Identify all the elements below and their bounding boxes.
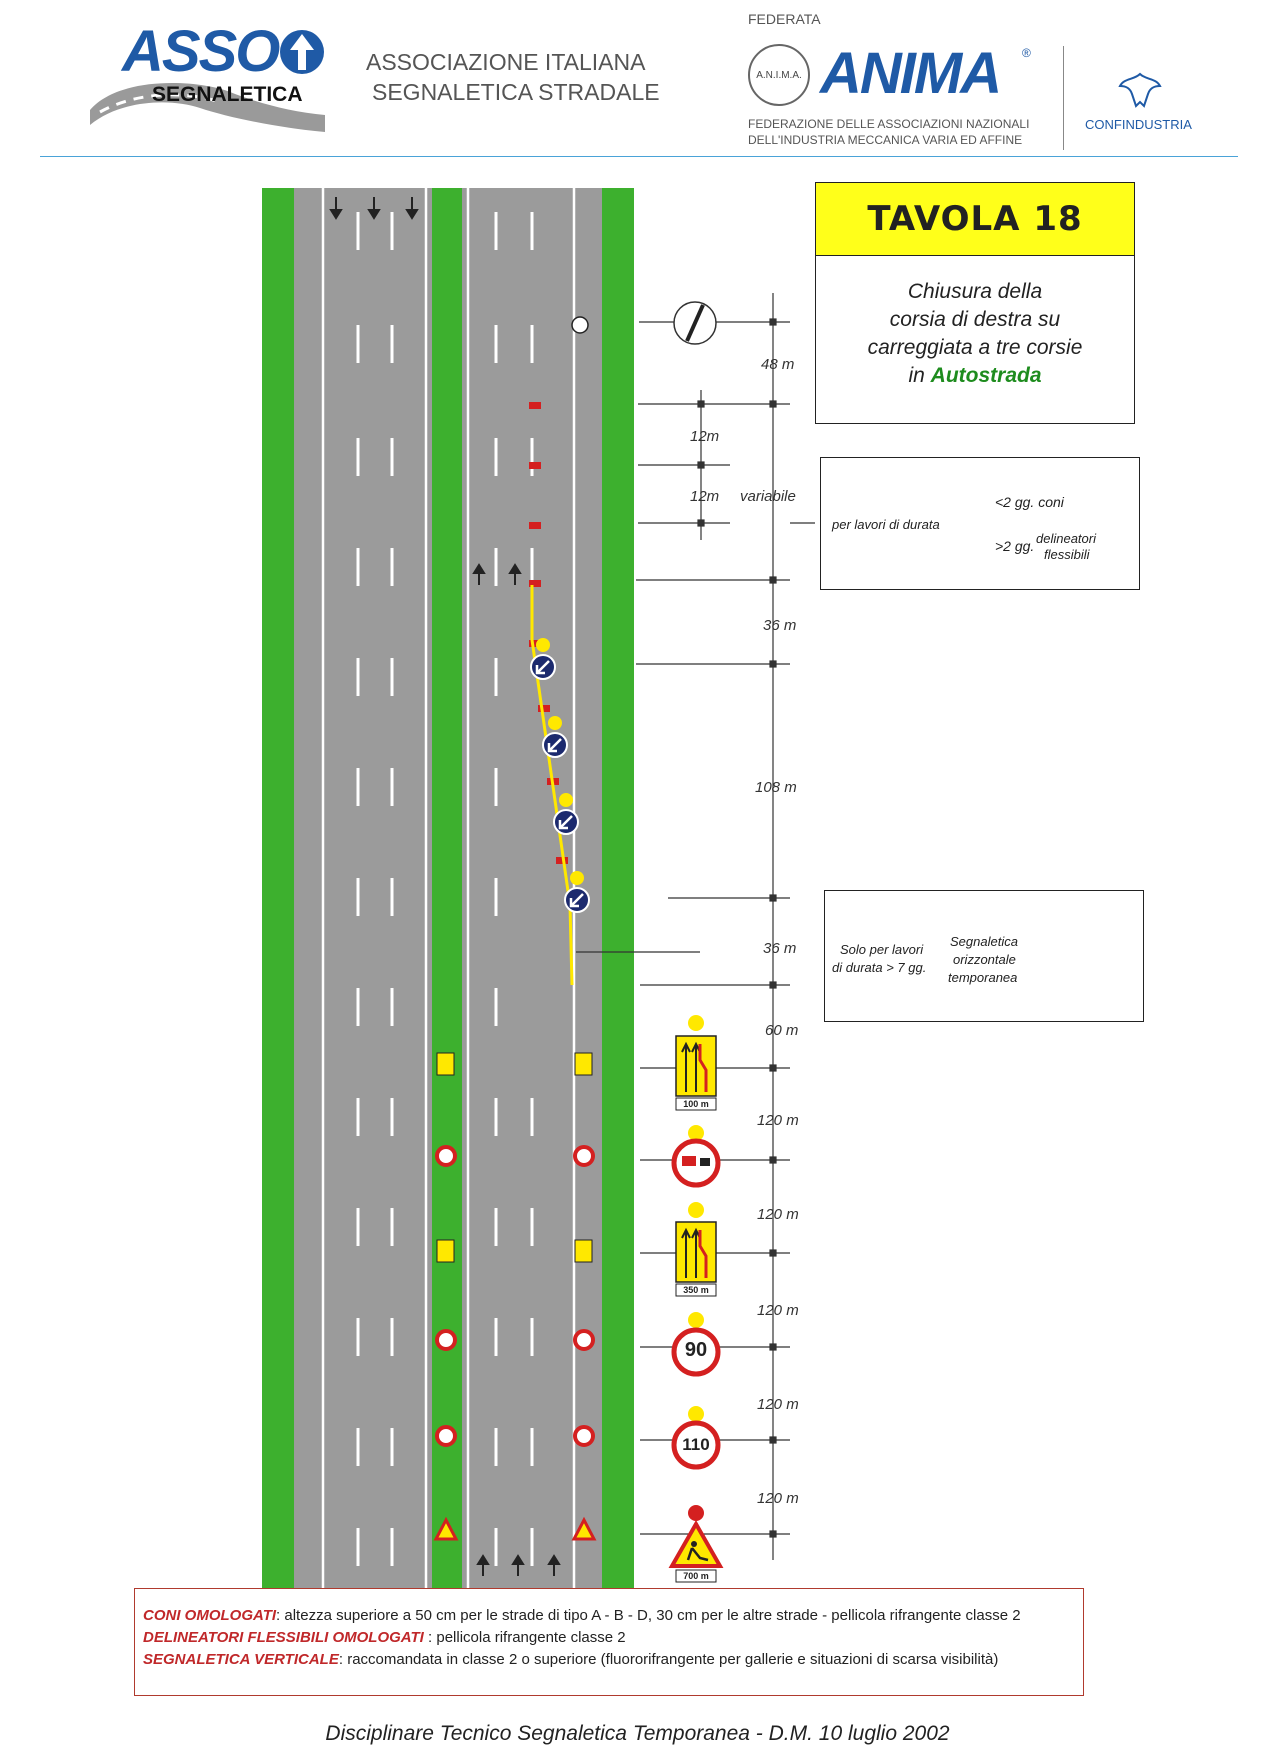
note-delineatori-label: DELINEATORI FLESSIBILI OMOLOGATI	[143, 1629, 424, 1646]
note-coni-label: CONI OMOLOGATI	[143, 1607, 277, 1624]
asso-logo	[80, 20, 330, 140]
right-verge	[602, 188, 634, 1588]
notes-box: CONI OMOLOGATI: altezza superiore a 50 c…	[134, 1588, 1084, 1696]
tavola-line4: in Autostrada	[908, 364, 1042, 387]
temporary-yellow-line	[530, 585, 574, 986]
note-segnaletica: SEGNALETICA VERTICALE: raccomandata in c…	[143, 1651, 998, 1668]
sign-lane-closed-100-icon	[675, 1015, 717, 1111]
confindustria-label: CONFINDUSTRIA	[1085, 117, 1192, 132]
lane-dashes	[356, 212, 534, 1566]
sign-no-overtaking-trucks-icon	[671, 1125, 721, 1188]
tavola-line3: carreggiata a tre corsie	[867, 336, 1083, 359]
marking-legend-mid3: temporanea	[948, 970, 1018, 985]
tavola-title: TAVOLA 18	[816, 183, 1134, 256]
distance-120m-b: 120 m	[757, 1206, 799, 1223]
anima-desc-line1: FEDERAZIONE DELLE ASSOCIAZIONI NAZIONALI	[748, 117, 1030, 131]
page-footer: Disciplinare Tecnico Segnaletica Tempora…	[325, 1722, 950, 1745]
sign-end-restrictions-icon	[673, 301, 717, 345]
cones-legend-lead: per lavori di durata	[832, 517, 940, 532]
marking-legend-mid1: Segnaletica	[950, 934, 1018, 949]
confindustria-eagle-icon	[1118, 70, 1162, 115]
sign-speed-90-label: 90	[684, 1339, 708, 1361]
note-segnaletica-text: : raccomandata in classe 2 o superiore (…	[338, 1651, 999, 1668]
anima-logo: ANIMA	[820, 41, 1002, 106]
distance-12m-a: 12m	[690, 428, 720, 445]
sign-lane-closed-350-icon	[675, 1202, 717, 1297]
road-swoosh-icon	[90, 30, 325, 132]
marking-legend-box	[824, 890, 1144, 1022]
assoc-name-line1: ASSOCIAZIONE ITALIANA	[366, 49, 646, 75]
distance-120m-c: 120 m	[757, 1302, 799, 1319]
header-rule	[40, 156, 1238, 157]
cones-legend-opt2a: delineatori	[1036, 531, 1096, 546]
sign-panel-label-100: 100 m	[683, 1099, 709, 1109]
tavola-box: TAVOLA 18 Chiusura della corsia di destr…	[815, 182, 1135, 424]
tavola-line1: Chiusura della	[907, 280, 1043, 303]
asso-logo-sub: SEGNALETICA	[152, 83, 303, 106]
distance-48m: 48 m	[761, 356, 795, 373]
median-strip	[432, 188, 462, 1588]
left-carriageway	[294, 188, 432, 1588]
distance-108m: 108 m	[755, 779, 797, 796]
sign-panel-label-350: 350 m	[683, 1285, 709, 1295]
note-delineatori-text: : pellicola rifrangente classe 2	[423, 1629, 626, 1646]
distance-60m: 60 m	[765, 1022, 799, 1039]
anima-badge-text: A.N.I.M.A.	[756, 69, 802, 81]
tavola-description: Chiusura della corsia di destra su carre…	[816, 278, 1134, 390]
marking-legend-left2: di durata > 7 gg.	[832, 960, 927, 975]
anima-desc-line2: DELL'INDUSTRIA MECCANICA VARIA ED AFFINE	[748, 133, 1023, 147]
distance-120m-d: 120 m	[757, 1396, 799, 1413]
header-divider	[1063, 46, 1064, 150]
tavola-highlight: Autostrada	[930, 364, 1042, 387]
cones-legend-opt2: >2 gg.	[995, 538, 1035, 554]
cones-legend-opt1: <2 gg. coni	[995, 494, 1064, 510]
note-delineatori: DELINEATORI FLESSIBILI OMOLOGATI : pelli…	[143, 1629, 626, 1646]
taper-signs	[530, 638, 590, 913]
distance-36m-a: 36 m	[763, 617, 797, 634]
direction-arrows-down	[329, 197, 419, 220]
direction-arrows-up	[472, 563, 561, 1576]
sign-speed-110-label: 110	[682, 1435, 710, 1454]
note-coni-text: : altezza superiore a 50 cm per le strad…	[276, 1607, 1021, 1624]
roadside-signs	[433, 1052, 597, 1541]
distance-120m-a: 120 m	[757, 1112, 799, 1129]
anima-badge: A.N.I.M.A.	[748, 44, 810, 106]
distance-12m-b: 12m	[690, 488, 720, 505]
distance-36m-b: 36 m	[763, 940, 797, 957]
sign-panel-label-700: 700 m	[683, 1571, 709, 1581]
marking-legend-left1: Solo per lavori	[840, 942, 924, 957]
cones-legend-opt2b: flessibili	[1044, 547, 1090, 562]
sign-speed-90-icon	[671, 1312, 721, 1377]
cones-legend-box	[820, 457, 1140, 590]
sign-roadworks-700-icon	[668, 1505, 724, 1583]
tavola-line2: corsia di destra su	[889, 308, 1061, 331]
distance-120m-e: 120 m	[757, 1490, 799, 1507]
note-segnaletica-label: SEGNALETICA VERTICALE	[143, 1651, 339, 1668]
left-verge	[262, 188, 294, 1588]
assoc-name-line2: SEGNALETICA STRADALE	[372, 79, 660, 105]
asso-logo-text: ASSO	[122, 19, 280, 84]
marking-legend-mid2: orizzontale	[953, 952, 1016, 967]
sign-speed-110-icon	[671, 1406, 721, 1470]
end-marker-dot	[571, 316, 589, 334]
anima-reg-mark: ®	[1022, 46, 1031, 60]
distance-variabile: variabile	[740, 488, 796, 505]
note-coni: CONI OMOLOGATI: altezza superiore a 50 c…	[143, 1607, 1021, 1624]
federata-label: FEDERATA	[748, 11, 821, 27]
